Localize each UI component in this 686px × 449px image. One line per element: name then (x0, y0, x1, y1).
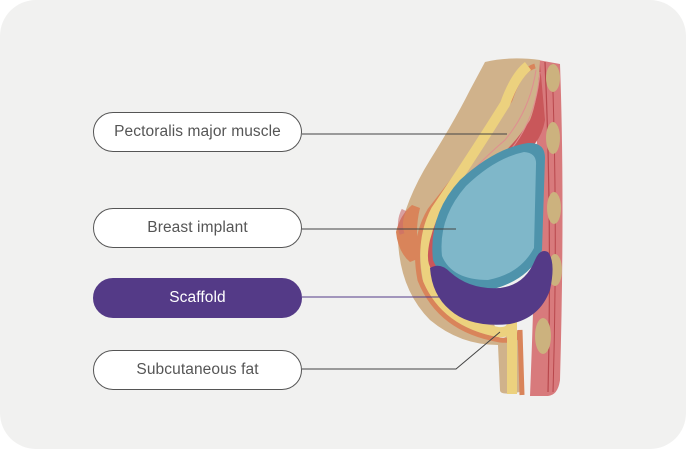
label-breast-implant[interactable]: Breast implant (93, 208, 302, 248)
fat-leader-line (302, 331, 501, 370)
label-scaffold[interactable]: Scaffold (93, 278, 302, 318)
scaffold-mesh (430, 251, 553, 325)
rib (535, 318, 551, 354)
subcutaneous-fat-layer (420, 62, 532, 394)
label-pectoralis-major-muscle[interactable]: Pectoralis major muscle (93, 112, 302, 152)
rib (546, 64, 560, 92)
chest-wall (530, 60, 563, 396)
rib (546, 122, 560, 154)
label-subcutaneous-fat[interactable]: Subcutaneous fat (93, 350, 302, 390)
rib (547, 192, 561, 224)
